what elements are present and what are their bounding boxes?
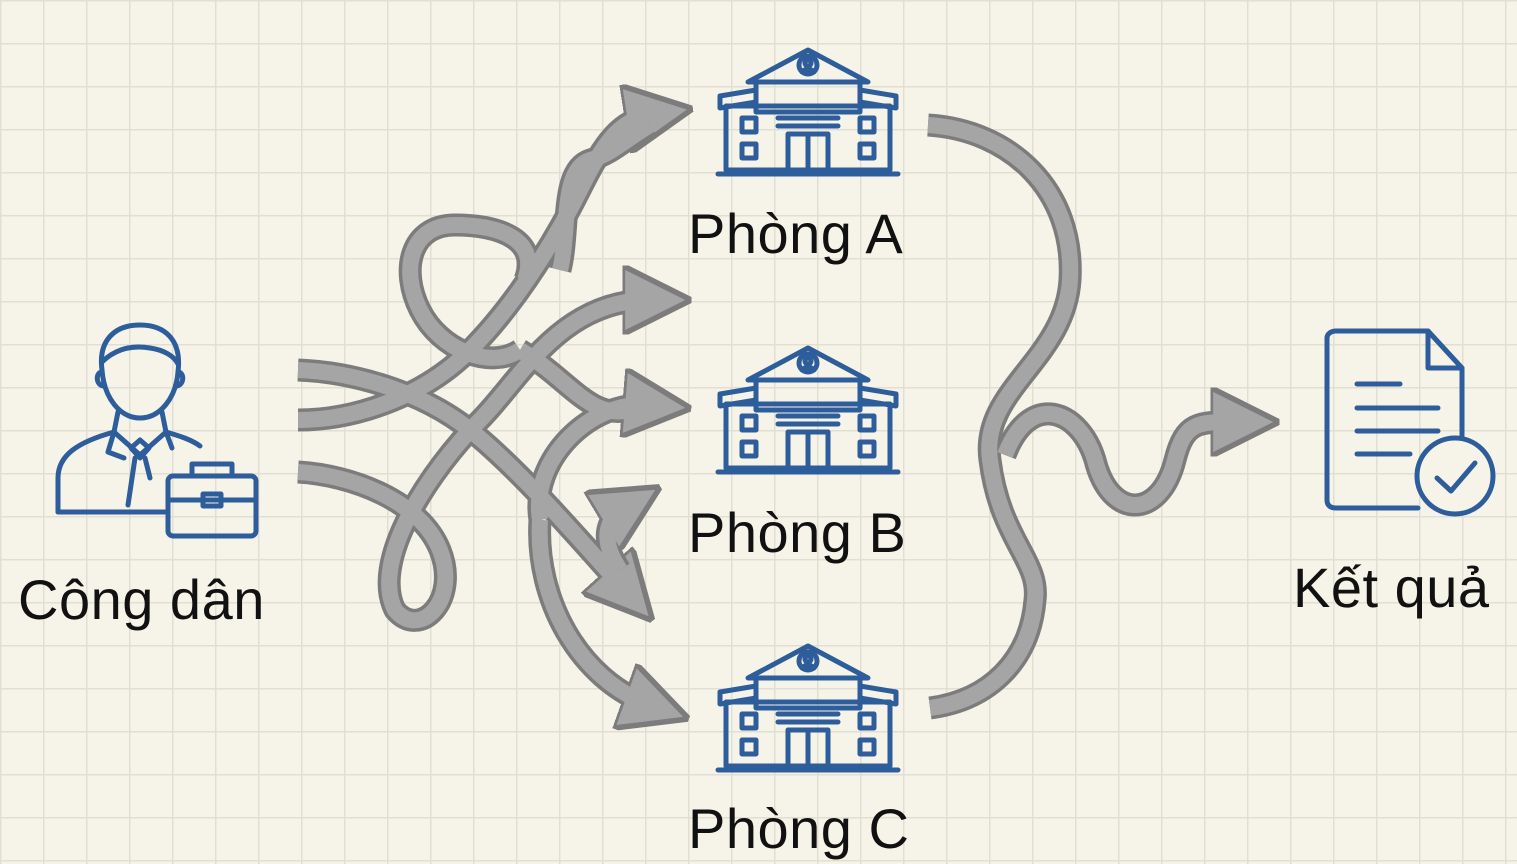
- businessman-with-briefcase-icon: [55, 322, 259, 539]
- office-b-label: Phòng B: [688, 501, 907, 564]
- office-b-building-icon: [718, 348, 898, 472]
- office-a-label: Phòng A: [688, 202, 904, 265]
- result-label: Kết quả: [1293, 556, 1490, 619]
- tangled-arrows: [297, 115, 652, 705]
- approved-document-icon: [1324, 328, 1496, 517]
- citizen-label: Công dân: [18, 568, 265, 631]
- office-c-building-icon: [718, 646, 898, 770]
- office-a-building-icon: [718, 50, 898, 174]
- office-c-label: Phòng C: [688, 797, 910, 860]
- result-arrows: [927, 113, 1238, 720]
